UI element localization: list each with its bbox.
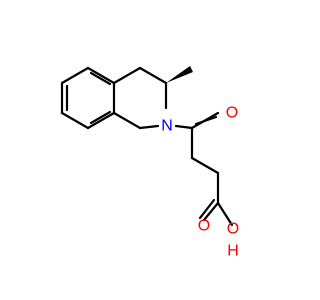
ketone-oxygen-label: O (226, 105, 238, 122)
bond (216, 201, 234, 227)
side-chain (174, 111, 234, 227)
bond (60, 66, 90, 85)
bond (174, 124, 194, 130)
bond (198, 198, 216, 220)
double-bond-inner (89, 110, 112, 125)
molecule-diagram: N O O O H (60, 66, 239, 260)
bond (194, 115, 218, 126)
hydroxyl-oxygen-label: O (227, 221, 239, 238)
benzene-ring (60, 66, 116, 130)
bond (86, 111, 116, 130)
bond (190, 156, 220, 175)
bond (86, 66, 116, 85)
tetrahydro-ring (112, 66, 168, 130)
bond (202, 201, 220, 222)
nitrogen-label: N (161, 118, 173, 135)
hydroxyl-hydrogen-label: H (227, 243, 239, 260)
hashed-wedge-methyl (166, 66, 193, 83)
bond (112, 66, 142, 85)
carbonyl-oxygen-label: O (198, 218, 210, 235)
bond (138, 124, 160, 130)
bond (138, 66, 168, 85)
double-bond-inner (89, 71, 112, 86)
bond (60, 111, 90, 130)
bond (112, 111, 142, 130)
structure-canvas: N O O O H (60, 66, 239, 260)
